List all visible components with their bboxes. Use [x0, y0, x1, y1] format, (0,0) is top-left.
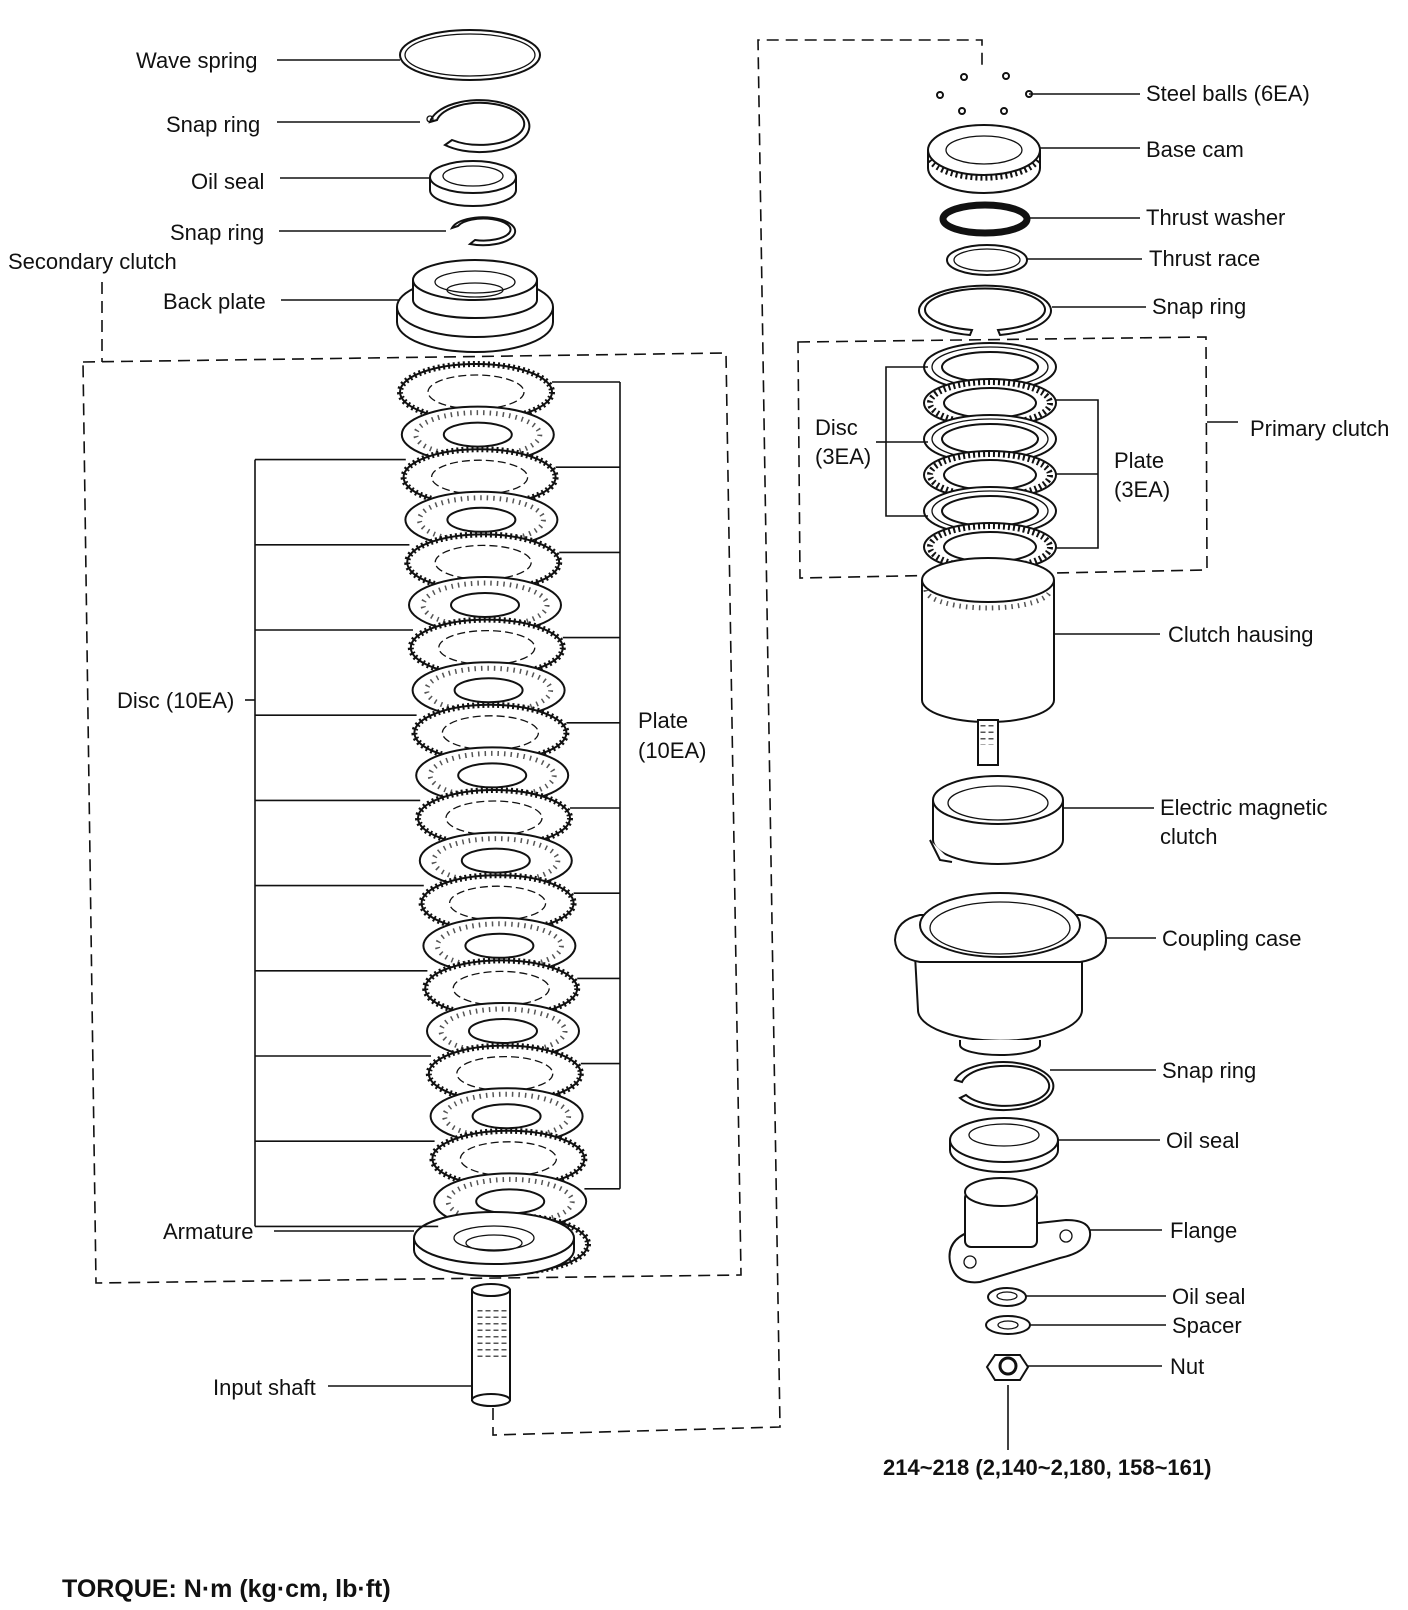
label-plate-10ea-1: Plate [638, 708, 688, 733]
steel-balls [936, 72, 1033, 115]
label-spacer: Spacer [1172, 1313, 1242, 1338]
clutch-disc [400, 405, 555, 464]
label-oil-seal-1: Oil seal [191, 169, 264, 194]
label-plate-10ea-2: (10EA) [638, 738, 706, 763]
thrust-race [946, 244, 1028, 276]
label-base-cam: Base cam [1146, 137, 1244, 162]
primary-plate [923, 378, 1057, 428]
left-assembly: Wave spring Snap ring Oil seal Snap ring… [8, 29, 983, 1436]
clutch-disc [426, 1002, 580, 1060]
label-snap-ring-2: Snap ring [170, 220, 264, 245]
label-clutch-housing: Clutch hausing [1168, 622, 1314, 647]
label-secondary-clutch: Secondary clutch [8, 249, 177, 274]
clutch-disc [408, 576, 562, 634]
oil-seal-1 [429, 160, 517, 207]
label-snap-ring-3: Snap ring [1152, 294, 1246, 319]
clutch-housing [921, 557, 1055, 766]
shaft-link-dashed [492, 39, 983, 1436]
coupling-case [893, 892, 1108, 1056]
primary-plate [923, 522, 1057, 572]
label-armature: Armature [163, 1219, 253, 1244]
label-electric-magnetic-clutch-2: clutch [1160, 824, 1217, 849]
label-steel-balls: Steel balls (6EA) [1146, 81, 1310, 106]
label-disc-10ea: Disc (10EA) [117, 688, 234, 713]
label-input-shaft: Input shaft [213, 1375, 316, 1400]
label-electric-magnetic-clutch-1: Electric magnetic [1160, 795, 1328, 820]
disc-10ea-bracket [245, 458, 439, 1228]
clutch-disc [404, 490, 559, 549]
right-assembly: Steel balls (6EA) Base cam Thrust washer… [797, 72, 1389, 1480]
secondary-clutch-box [82, 352, 742, 1284]
label-thrust-race: Thrust race [1149, 246, 1260, 271]
label-flange: Flange [1170, 1218, 1237, 1243]
label-plate-3ea-1: Plate [1114, 448, 1164, 473]
secondary-clutch-stack [397, 361, 591, 1275]
clutch-disc [429, 1087, 584, 1146]
snap-ring-3 [918, 284, 1052, 337]
label-disc-3ea-1: Disc [815, 415, 858, 440]
plate-3ea-bracket [1056, 399, 1099, 549]
label-snap-ring-4: Snap ring [1162, 1058, 1256, 1083]
primary-plate [923, 450, 1057, 500]
plate-10ea-bracket [552, 381, 621, 1190]
snap-ring-2 [449, 216, 517, 247]
label-primary-clutch: Primary clutch [1250, 416, 1389, 441]
label-wave-spring: Wave spring [136, 48, 257, 73]
label-coupling-case: Coupling case [1162, 926, 1301, 951]
nut [985, 1354, 1030, 1381]
spacer [985, 1315, 1031, 1335]
label-oil-seal-2: Oil seal [1166, 1128, 1239, 1153]
electric-magnetic-clutch [929, 775, 1064, 865]
oil-seal-3 [987, 1287, 1027, 1307]
disc-3ea-bracket [876, 366, 928, 517]
label-oil-seal-3: Oil seal [1172, 1284, 1245, 1309]
torque-units-legend: TORQUE: N·m (kg·cm, lb·ft) [62, 1575, 391, 1603]
base-cam [927, 124, 1041, 194]
input-shaft [471, 1283, 511, 1407]
back-plate [396, 259, 554, 353]
oil-seal-2 [949, 1117, 1059, 1173]
primary-disc [923, 342, 1057, 392]
primary-disc [923, 486, 1057, 536]
clutch-disc [411, 661, 566, 720]
label-disc-3ea-2: (3EA) [815, 444, 871, 469]
primary-clutch-box [797, 336, 1208, 579]
label-back-plate: Back plate [163, 289, 266, 314]
clutch-plate [404, 531, 563, 594]
torque-spec: 214~218 (2,140~2,180, 158~161) [883, 1455, 1211, 1480]
clutch-disc [418, 831, 573, 890]
clutch-disc [415, 746, 570, 805]
wave-spring [399, 29, 541, 81]
label-nut: Nut [1170, 1354, 1204, 1379]
snap-ring-1 [426, 99, 531, 154]
label-thrust-washer: Thrust washer [1146, 205, 1285, 230]
label-snap-ring-1: Snap ring [166, 112, 260, 137]
thrust-washer [939, 201, 1031, 237]
label-plate-3ea-2: (3EA) [1114, 477, 1170, 502]
flange [948, 1177, 1092, 1284]
snap-ring-4 [953, 1061, 1055, 1112]
armature [413, 1211, 575, 1277]
primary-clutch-stack [923, 342, 1057, 572]
